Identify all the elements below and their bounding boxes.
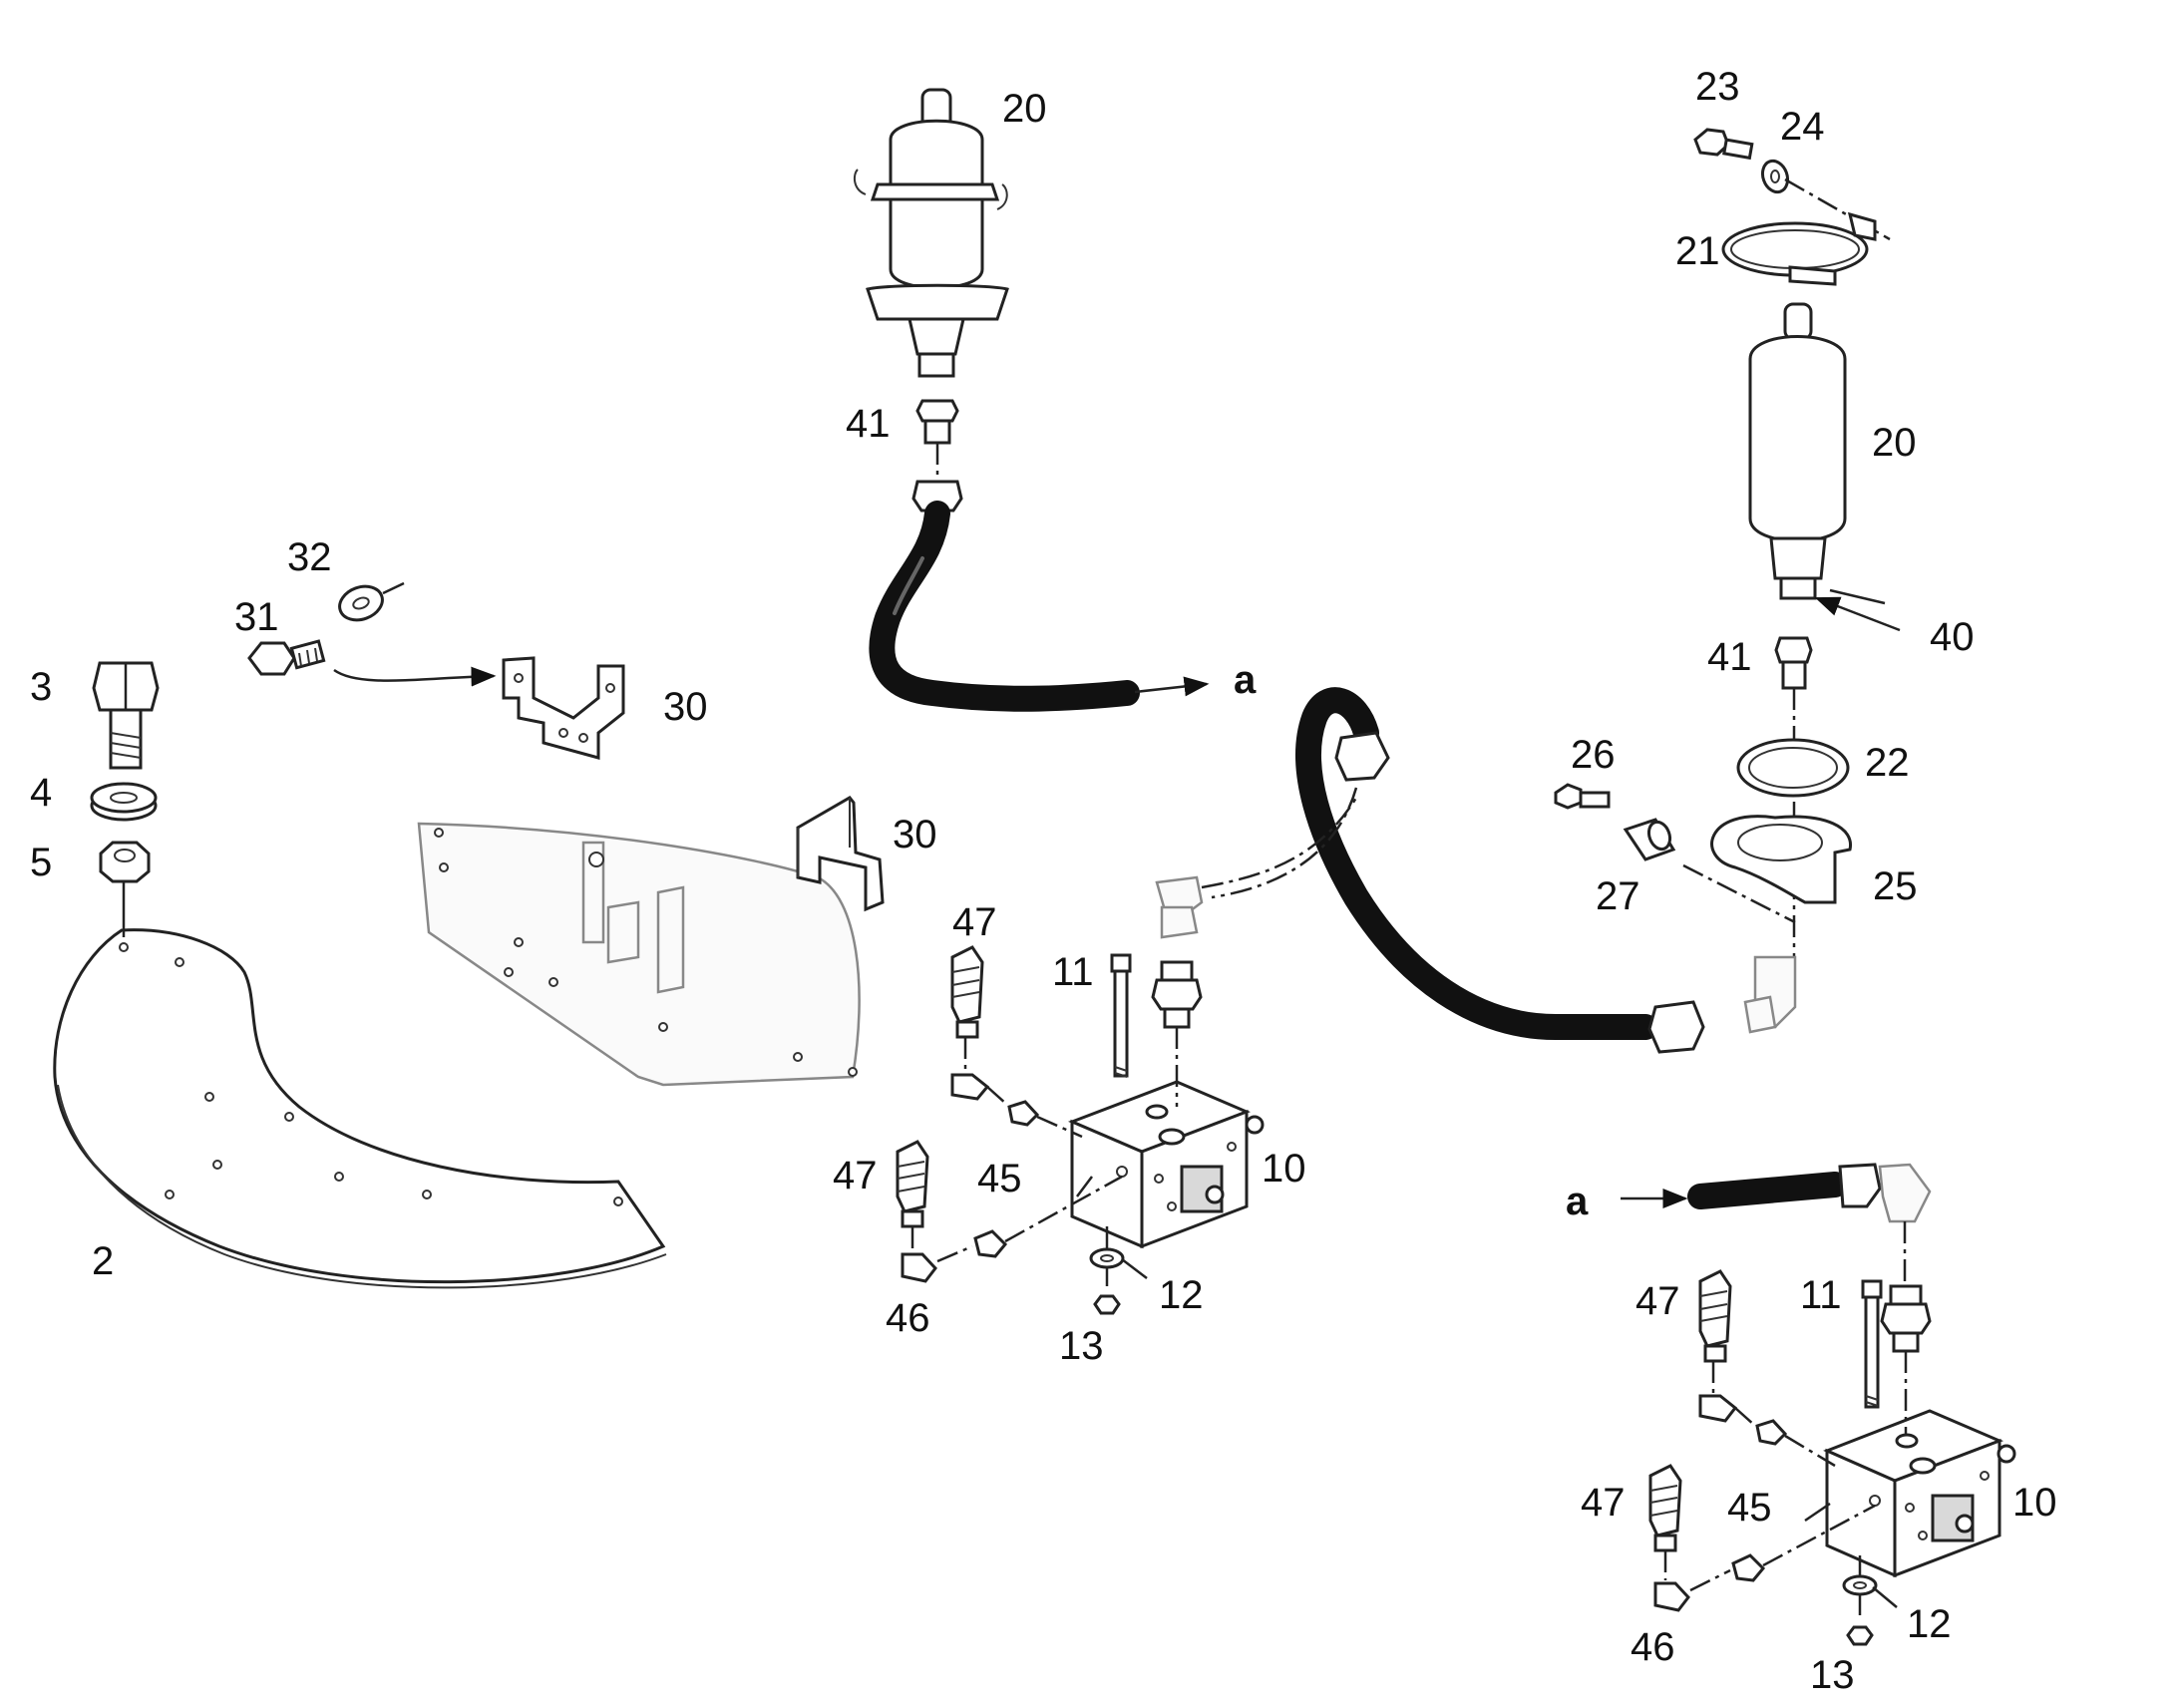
- callout-2: 2: [92, 1239, 114, 1283]
- bolt-26: [1554, 783, 1611, 810]
- background-plate: [417, 822, 861, 1087]
- callout-4: 4: [30, 771, 52, 815]
- assembly-arrow: [333, 666, 497, 687]
- callout-47-a: 47: [952, 900, 997, 944]
- bolt-31: [247, 639, 326, 676]
- washer-32: [338, 581, 405, 622]
- callout-5: 5: [30, 841, 52, 884]
- washer-nut-middle: [1089, 1226, 1125, 1315]
- hose-from-a: [1621, 1163, 1932, 1223]
- callout-31: 31: [234, 595, 279, 639]
- reference-a-out: a: [1234, 658, 1257, 702]
- callout-12-right: 12: [1907, 1602, 1952, 1646]
- hose-middle: [1211, 687, 1705, 1054]
- snap-couplings-middle: [896, 945, 1123, 1283]
- ring-22: [1736, 738, 1850, 798]
- callout-22: 22: [1865, 741, 1910, 785]
- callout-40: 40: [1930, 615, 1975, 659]
- callout-10-right: 10: [2012, 1481, 2057, 1525]
- accumulator-top: [853, 88, 1009, 378]
- callout-47-d: 47: [1581, 1481, 1626, 1525]
- callout-10-middle: 10: [1262, 1147, 1306, 1191]
- callout-21: 21: [1675, 229, 1720, 273]
- snap-couplings-right: [1648, 1269, 1876, 1612]
- callout-45-middle: 45: [977, 1157, 1022, 1200]
- bolt-11-middle: [1110, 953, 1132, 1078]
- arrow-40: [1814, 596, 1901, 632]
- callout-25: 25: [1873, 864, 1918, 908]
- callout-47-c: 47: [1635, 1279, 1680, 1323]
- bolt-stack: [90, 661, 160, 937]
- callout-45-right: 45: [1727, 1486, 1772, 1530]
- bolt-23: [1693, 128, 1754, 161]
- callout-41-right: 41: [1707, 635, 1752, 679]
- callout-41-top: 41: [846, 402, 891, 446]
- callout-11-right: 11: [1800, 1273, 1842, 1317]
- reference-a-in: a: [1566, 1180, 1589, 1223]
- callout-32: 32: [287, 535, 332, 579]
- callout-labels: 2 3 4 5 30 31 32 30 20 41 a 23 24 21 20 …: [30, 65, 2057, 1697]
- callout-46-middle: 46: [886, 1296, 930, 1340]
- valve-block-middle: [1068, 1080, 1265, 1249]
- fitting-pair-middle: [1151, 797, 1358, 1107]
- hose-to-a: [869, 501, 1210, 712]
- callout-13-middle: 13: [1059, 1324, 1104, 1368]
- washer-24: [1760, 159, 1891, 241]
- callout-24: 24: [1780, 105, 1825, 149]
- spacer-27: [1623, 818, 1796, 924]
- clamp-21: [1721, 211, 1877, 286]
- callout-3: 3: [30, 665, 52, 709]
- bracket-upper: [502, 656, 625, 760]
- callout-13-right: 13: [1810, 1653, 1855, 1697]
- callout-23: 23: [1695, 65, 1740, 109]
- washer-nut-right: [1842, 1555, 1878, 1646]
- accumulator-right: [1748, 302, 1886, 605]
- callout-30-middle: 30: [893, 813, 937, 856]
- elbow-fitting-right: [1743, 955, 1797, 1034]
- callout-46-right: 46: [1631, 1625, 1675, 1669]
- bracket-25: [1710, 815, 1853, 904]
- callout-27: 27: [1596, 874, 1640, 918]
- callout-11-middle: 11: [1052, 950, 1094, 994]
- bracket-middle: [796, 796, 885, 912]
- leader-lines: [1076, 1176, 1898, 1608]
- valve-block-right: [1823, 1409, 2016, 1578]
- bolt-11-right: [1861, 1279, 1883, 1409]
- callout-30-upper: 30: [663, 685, 708, 729]
- callout-26: 26: [1571, 733, 1616, 777]
- callout-12-middle: 12: [1159, 1273, 1204, 1317]
- fitting-right: [1880, 1221, 1932, 1436]
- callout-20-top: 20: [1002, 87, 1047, 131]
- fitting-41-top: [911, 399, 963, 512]
- callout-20-right: 20: [1872, 421, 1917, 465]
- callout-47-b: 47: [833, 1154, 878, 1197]
- base-plate: [53, 928, 667, 1289]
